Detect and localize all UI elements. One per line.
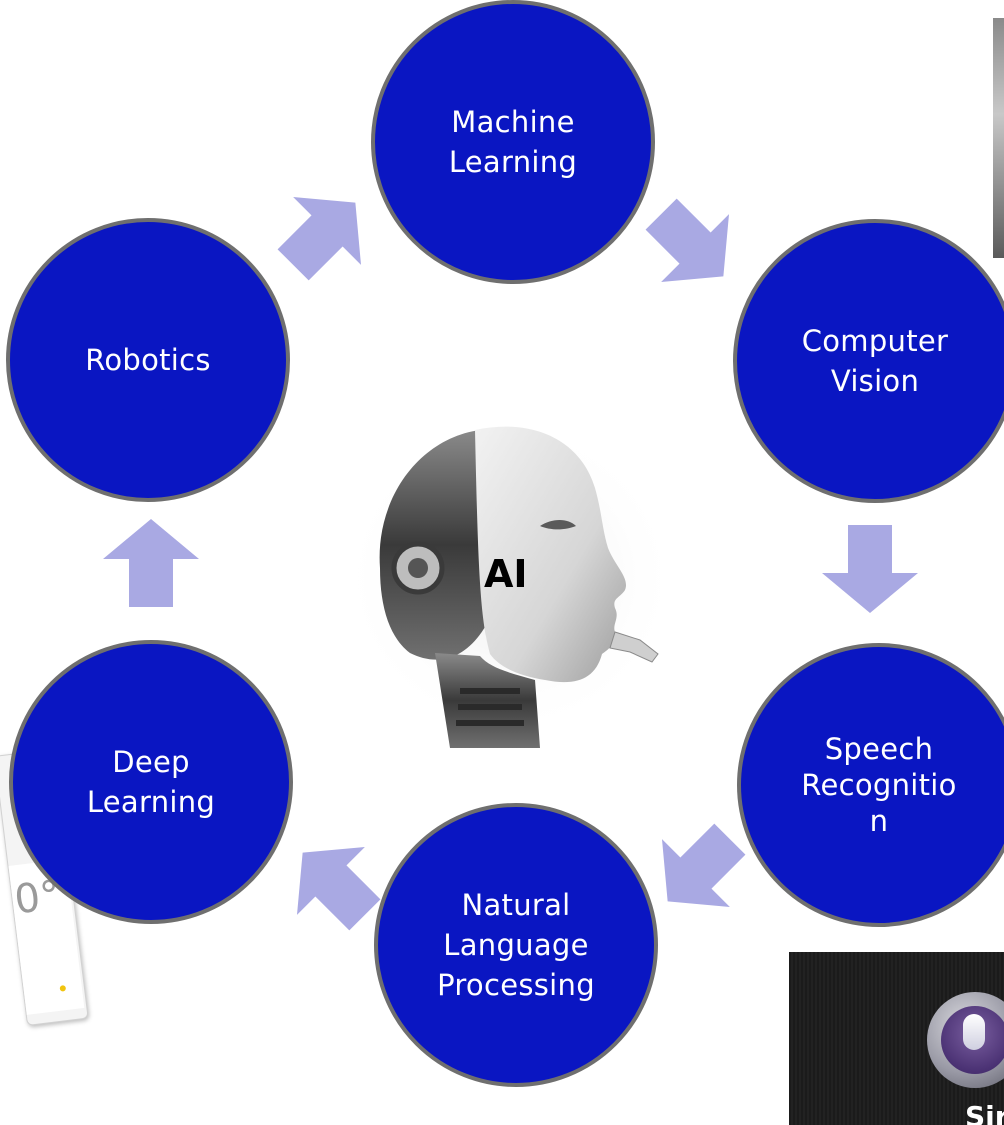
arrow-cv-to-sr xyxy=(822,525,918,613)
node-label: Robotics xyxy=(85,343,211,377)
arrow-robotics-to-ml xyxy=(277,196,362,281)
node-label: Computer Vision xyxy=(801,324,949,398)
node-computer-vision: Computer Vision xyxy=(733,219,1004,503)
photo-top-right xyxy=(993,18,1004,258)
node-label: Speech Recognitio n xyxy=(801,732,957,838)
siri-photo: Siri xyxy=(789,952,1004,1125)
arrow-sr-to-nlp xyxy=(661,823,746,908)
node-machine-learning: Machine Learning xyxy=(371,0,655,284)
robot-head-illustration xyxy=(340,418,680,748)
node-speech-recognition: Speech Recognitio n xyxy=(737,643,1004,927)
siri-label: Siri xyxy=(965,1100,1004,1125)
microphone-icon xyxy=(963,1014,985,1050)
node-deep-learning: Deep Learning xyxy=(9,640,293,924)
node-robotics: Robotics xyxy=(6,218,290,502)
arrow-dl-to-robotics xyxy=(103,519,199,607)
arrow-nlp-to-dl xyxy=(296,846,381,931)
arrow-ml-to-cv xyxy=(645,198,730,283)
node-label: Machine Learning xyxy=(448,105,578,179)
center-ai-label: AI xyxy=(484,552,528,596)
node-label: Natural Language Processing xyxy=(437,888,595,1002)
node-natural-language-processing: Natural Language Processing xyxy=(374,803,658,1087)
siri-logo-icon xyxy=(927,992,1004,1088)
node-label: Deep Learning xyxy=(86,745,216,819)
